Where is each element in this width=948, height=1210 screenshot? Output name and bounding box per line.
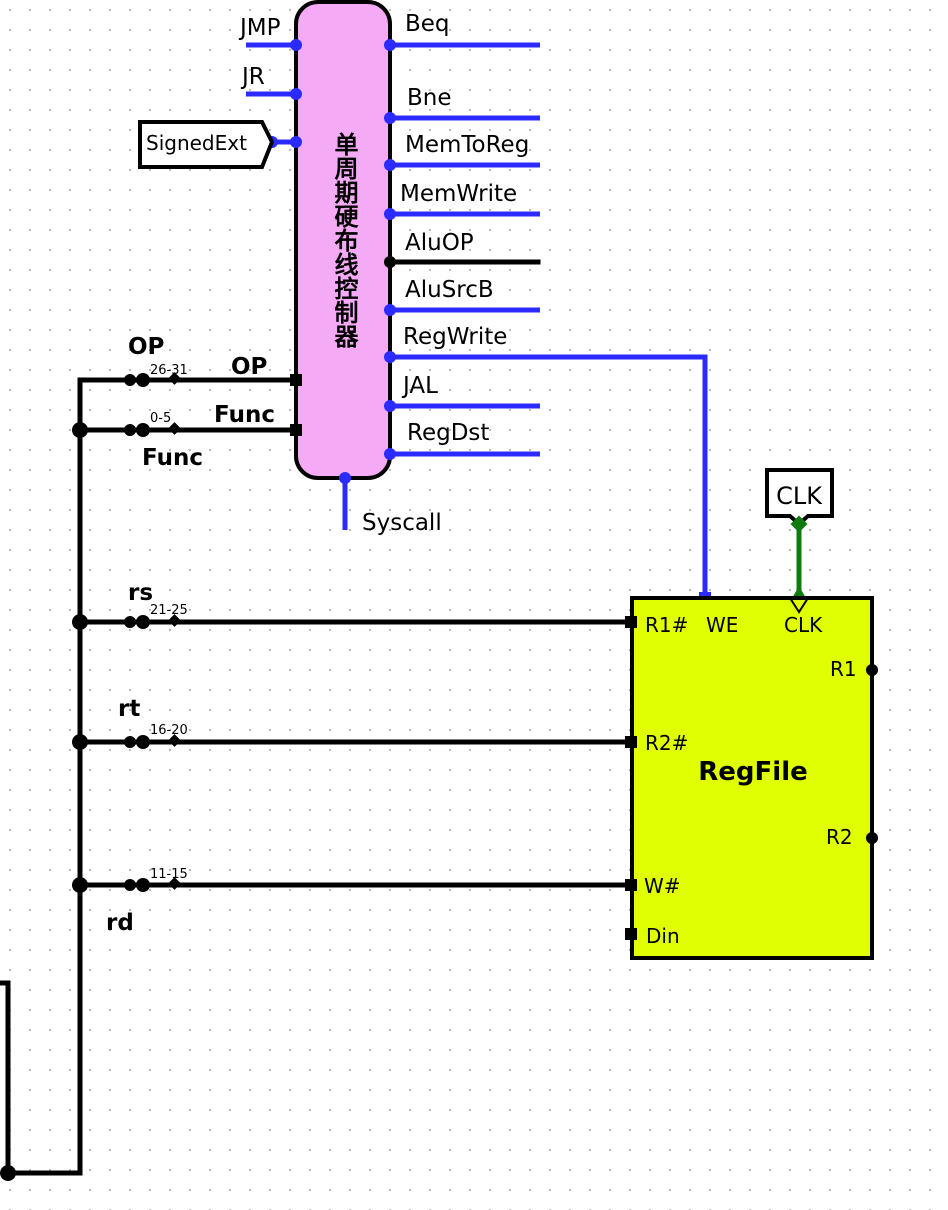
junction-dot [0, 1165, 16, 1181]
regfile-din-label: Din [646, 924, 680, 948]
func-input-pin [290, 424, 302, 436]
clk-connector [790, 515, 808, 533]
controller-title: 单周期硬布线控制器 [330, 132, 359, 348]
splitter-rd-bits: 11-15 [150, 867, 188, 882]
syscall-label: Syscall [362, 510, 442, 536]
clk-tunnel-label: CLK [776, 482, 823, 510]
regfile-block[interactable] [630, 596, 874, 960]
r2n-pin [625, 736, 637, 748]
jmp-label: JMP [238, 15, 281, 41]
bus-junctions [0, 422, 88, 1181]
signedext-tunnel[interactable] [138, 120, 275, 169]
op-input-pin [290, 374, 302, 386]
splitter-func[interactable] [124, 422, 181, 437]
splitter-rs-bits: 21-25 [150, 603, 188, 618]
junction-dot [72, 422, 88, 438]
regfile-r1-label: R1 [830, 657, 857, 681]
clk-triangle [789, 597, 809, 614]
splitter-op[interactable] [124, 372, 181, 387]
splitter-rs-label: rs [128, 580, 153, 606]
junction-dot [72, 734, 88, 750]
junction-dot [72, 877, 88, 893]
r1-pin [866, 664, 878, 676]
jal-label: JAL [401, 373, 438, 399]
wn-pin [625, 879, 637, 891]
bne-label: Bne [407, 85, 452, 111]
regdst-label: RegDst [407, 420, 489, 446]
regwrite-label: RegWrite [403, 324, 507, 350]
regfile-wn-label: W# [644, 874, 681, 898]
signedext-label: SignedExt [146, 131, 247, 155]
din-pin [625, 928, 637, 940]
regfile-r2n-label: R2# [645, 731, 688, 755]
splitter-func-label: Func [142, 445, 203, 471]
junction-dot [72, 614, 88, 630]
r1n-pin [625, 616, 637, 628]
jr-label: JR [240, 64, 265, 90]
regfile-we-label: WE [706, 613, 738, 637]
regfile-title: RegFile [698, 757, 807, 787]
regwrite-wire [390, 354, 708, 598]
memtoreg-label: MemToReg [405, 132, 529, 158]
splitter-func-bits: 0-5 [150, 411, 171, 426]
func-input-label: Func [214, 402, 275, 428]
aluop-pin [384, 256, 396, 268]
aluop-label: AluOP [405, 230, 474, 256]
beq-label: Beq [405, 11, 450, 37]
splitter-rd-label: rd [106, 910, 134, 936]
splitter-op-label: OP [128, 334, 164, 360]
splitter-op-bits: 26-31 [150, 363, 188, 378]
regfile-r1n-label: R1# [645, 613, 688, 637]
splitter-rt-bits: 16-20 [150, 723, 188, 738]
memwrite-label: MemWrite [400, 181, 517, 207]
regfile-clk-label: CLK [784, 613, 823, 637]
alusrcb-label: AluSrcB [405, 277, 494, 303]
bus-trunk-wire [5, 377, 299, 1176]
splitter-rt-label: rt [118, 696, 140, 722]
regfile-r2-label: R2 [826, 825, 853, 849]
clk-tunnel[interactable] [765, 468, 834, 527]
r2-pin [866, 832, 878, 844]
op-input-label: OP [231, 354, 267, 380]
